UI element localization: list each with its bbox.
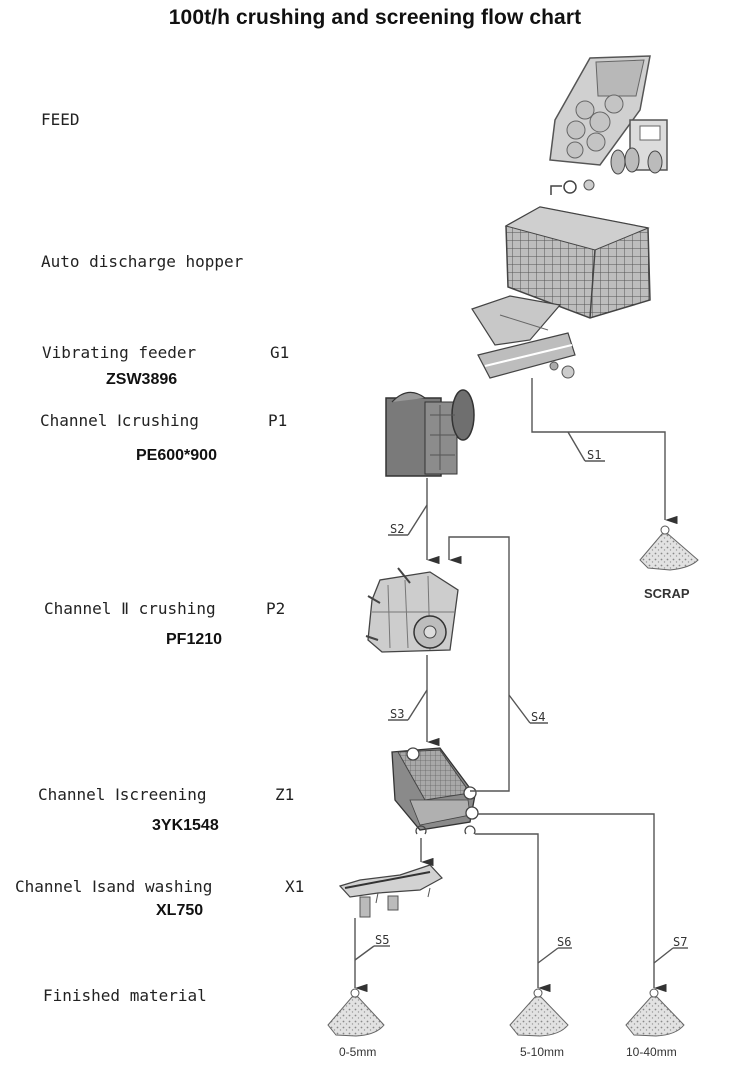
scrap-pile-icon bbox=[639, 525, 699, 571]
stage-label-feeder: Vibrating feeder bbox=[42, 343, 197, 362]
stage-label-finished: Finished material bbox=[43, 986, 207, 1005]
stream-label-s6: S6 bbox=[557, 935, 571, 949]
stage-label-primary: Channel Ⅰcrushing bbox=[40, 411, 199, 430]
stage-model-feeder: ZSW3896 bbox=[106, 371, 178, 388]
product-size-label-10-40mm: 10-40mm bbox=[626, 1045, 677, 1059]
product-size-label-0-5mm: 0-5mm bbox=[339, 1045, 376, 1059]
flow-lines bbox=[354, 378, 688, 993]
sand-washer-icon bbox=[338, 864, 443, 918]
stream-label-s3: S3 bbox=[390, 707, 404, 721]
stream-label-s1: S1 bbox=[587, 448, 601, 462]
stage-code-primary: P1 bbox=[268, 411, 288, 430]
scrap-label: SCRAP bbox=[644, 586, 690, 601]
impact-crusher-icon bbox=[365, 567, 459, 653]
stage-model-primary: PE600*900 bbox=[136, 447, 217, 464]
stage-label-secondary: Channel Ⅱ crushing bbox=[44, 599, 216, 618]
stage-label-screening: Channel Ⅰscreening bbox=[38, 785, 207, 804]
product-pile-icon-0-5mm bbox=[327, 988, 385, 1037]
stream-label-s5: S5 bbox=[375, 933, 389, 947]
stream-label-s4: S4 bbox=[531, 710, 545, 724]
product-size-label-5-10mm: 5-10mm bbox=[520, 1045, 564, 1059]
stage-code-screening: Z1 bbox=[275, 785, 295, 804]
stream-label-s2: S2 bbox=[390, 522, 404, 536]
stage-code-feeder: G1 bbox=[270, 343, 290, 362]
stream-line-s6 bbox=[475, 833, 551, 993]
stage-model-secondary: PF1210 bbox=[166, 631, 223, 648]
stage-code-secondary: P2 bbox=[266, 599, 286, 618]
product-pile-icon-5-10mm bbox=[509, 988, 569, 1037]
vibrating-screen-icon bbox=[391, 747, 479, 835]
product-pile-icon-10-40mm bbox=[625, 988, 685, 1037]
stage-model-screening: 3YK1548 bbox=[152, 817, 219, 834]
stream-line-s4 bbox=[448, 536, 510, 792]
stage-label-washing: Channel Ⅰsand washing bbox=[15, 877, 213, 896]
stream-leader-s1 bbox=[567, 431, 586, 462]
stage-model-washing: XL750 bbox=[156, 902, 204, 919]
jaw-crusher-icon bbox=[385, 389, 475, 477]
stream-line-s1 bbox=[531, 378, 678, 525]
dump-truck-icon bbox=[549, 55, 668, 195]
chart-title: 100t/h crushing and screening flow chart bbox=[168, 6, 582, 29]
discharge-hopper-icon bbox=[471, 206, 651, 379]
stream-line-s7 bbox=[478, 813, 667, 993]
stage-label-hopper: Auto discharge hopper bbox=[41, 252, 244, 271]
stage-code-washing: X1 bbox=[285, 877, 305, 896]
stream-label-s7: S7 bbox=[673, 935, 687, 949]
stage-label-feed: FEED bbox=[41, 110, 80, 129]
